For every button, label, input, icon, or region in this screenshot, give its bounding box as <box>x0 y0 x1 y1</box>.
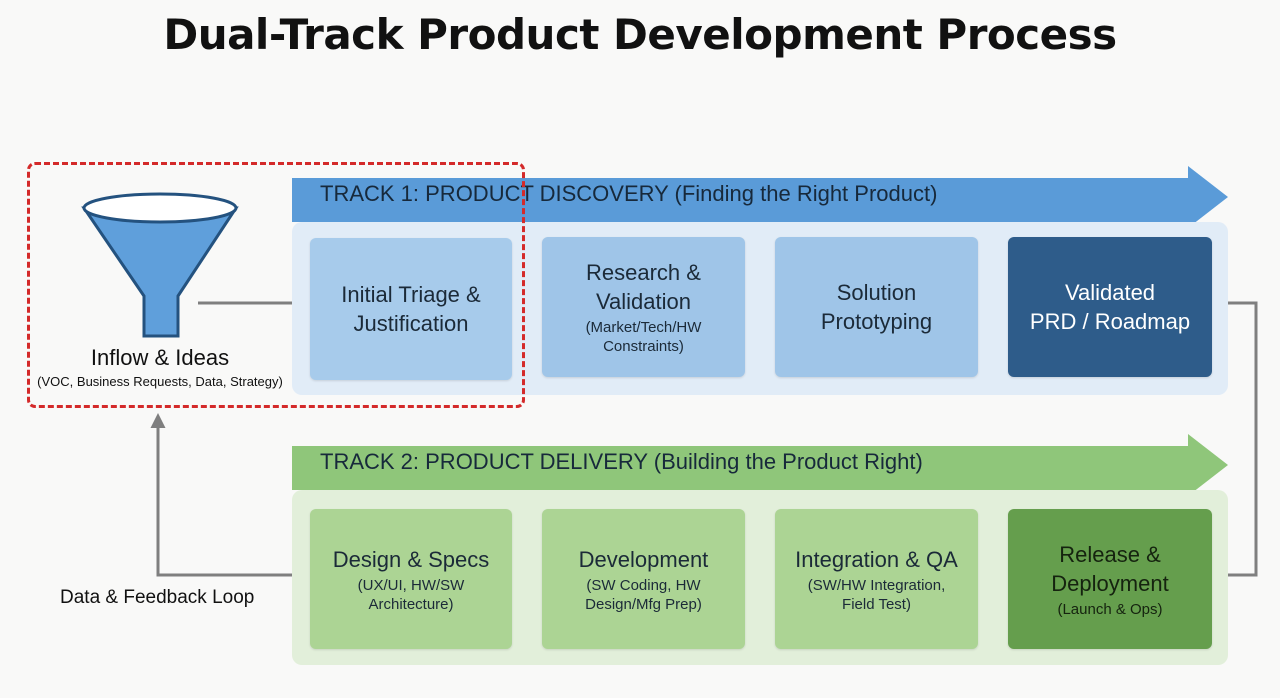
step-detail: (Launch & Ops) <box>1057 600 1163 618</box>
highlight-region <box>27 162 525 408</box>
step-title: Initial Triage & Justification <box>341 282 481 336</box>
track1-banner: TRACK 1: PRODUCT DISCOVERY (Finding the … <box>292 166 1228 222</box>
step-design-specs: Design & Specs (UX/UI, HW/SW Architectur… <box>310 509 512 649</box>
step-title: Design & Specs <box>332 546 490 572</box>
step-title: Research & Validation <box>586 260 701 314</box>
funnel-icon <box>81 192 239 338</box>
step-development: Development (SW Coding, HW Design/Mfg Pr… <box>542 509 745 649</box>
track2-banner: TRACK 2: PRODUCT DELIVERY (Building the … <box>292 434 1228 490</box>
step-validated-prd: Validated PRD / Roadmap <box>1008 237 1212 377</box>
inflow-sources: (VOC, Business Requests, Data, Strategy) <box>37 374 283 389</box>
step-solution-prototyping: Solution Prototyping <box>775 237 978 377</box>
step-detail: (UX/UI, HW/SW Architecture) <box>357 576 465 613</box>
step-title: Development <box>578 546 709 572</box>
arrow-feedback-loop <box>150 413 308 577</box>
step-release-deployment: Release & Deployment (Launch & Ops) <box>1008 509 1212 649</box>
track2-banner-label: TRACK 2: PRODUCT DELIVERY (Building the … <box>320 449 923 474</box>
step-title: Validated PRD / Roadmap <box>1029 280 1191 334</box>
step-detail: (Market/Tech/HW Constraints) <box>585 319 702 355</box>
feedback-loop-label: Data & Feedback Loop <box>60 587 255 608</box>
step-title: Integration & QA <box>795 546 958 572</box>
track1-banner-arrow <box>292 166 1228 228</box>
step-title: Release & Deployment <box>1051 541 1169 596</box>
track1-banner-label: TRACK 1: PRODUCT DISCOVERY (Finding the … <box>320 181 938 206</box>
arrow-prd-to-release <box>1211 301 1258 583</box>
step-title: Solution Prototyping <box>820 280 933 334</box>
page-title: Dual-Track Product Development Process <box>163 10 1117 59</box>
track2-banner-arrow <box>292 434 1228 496</box>
step-integration-qa: Integration & QA (SW/HW Integration, Fie… <box>775 509 978 649</box>
inflow-label: Inflow & Ideas <box>90 345 230 370</box>
step-detail: (SW Coding, HW Design/Mfg Prep) <box>585 576 702 613</box>
step-detail: (SW/HW Integration, Field Test) <box>807 576 946 613</box>
step-research-validation: Research & Validation (Market/Tech/HW Co… <box>542 237 745 377</box>
step-initial-triage: Initial Triage & Justification <box>310 238 512 380</box>
